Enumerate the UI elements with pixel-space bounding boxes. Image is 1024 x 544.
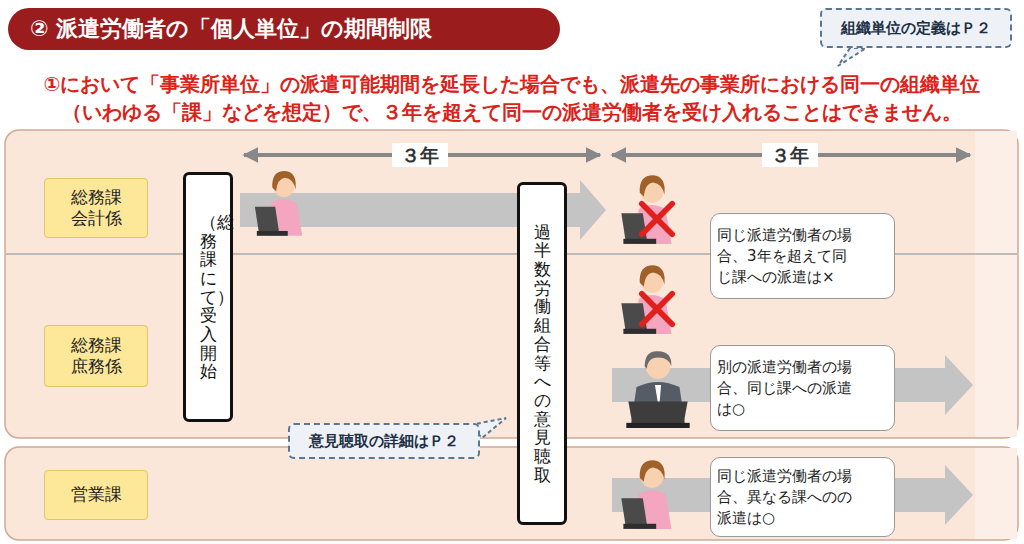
period-label: ３年 [392, 143, 448, 167]
node-text: 同じ派遣労働者の場合、異なる課へのの派遣は○ [717, 466, 855, 529]
node-text: 総務課 庶務係 [66, 335, 126, 378]
note-callout: 別の派遣労働者の場合、同じ課への派遣は○ [710, 345, 895, 431]
node-text: 総務課 会計係 [66, 187, 126, 230]
title-text: ② 派遣労働者の「個人単位」の期間制限 [30, 13, 432, 45]
node-text: 同じ派遣労働者の場合、3年を超えて同じ課への派遣は× [717, 225, 855, 288]
section-box: 総務課 庶務係 [44, 325, 148, 387]
node-text: 意見聴取の詳細はＰ２ [309, 432, 459, 451]
note-callout: 同じ派遣労働者の場合、異なる課へのの派遣は○ [710, 457, 895, 537]
reference-callout: 組織単位の定義はＰ２ [820, 8, 1012, 48]
node-text: 別の派遣労働者の場合、同じ課への派遣は○ [717, 357, 855, 420]
section-box: 総務課 会計係 [44, 178, 148, 238]
node-text: 組織単位の定義はＰ２ [841, 19, 991, 38]
node-text: （総務課にて）受入開始 [200, 213, 217, 381]
period-label: ３年 [762, 143, 818, 167]
subtitle-text: ①において「事業所単位」の派遣可能期間を延長した場合でも、派遣先の事業所における… [32, 70, 992, 126]
start-box: （総務課にて）受入開始 [183, 172, 233, 422]
section-box: 営業課 [44, 470, 148, 520]
reference-callout: 意見聴取の詳細はＰ２ [288, 423, 480, 459]
node-text: 営業課 [66, 484, 126, 505]
node-text: 過半数労働組合等への意見聴取 [534, 223, 551, 485]
hearing-box: 過半数労働組合等への意見聴取 [517, 182, 567, 525]
note-callout: 同じ派遣労働者の場合、3年を超えて同じ課への派遣は× [710, 213, 895, 299]
